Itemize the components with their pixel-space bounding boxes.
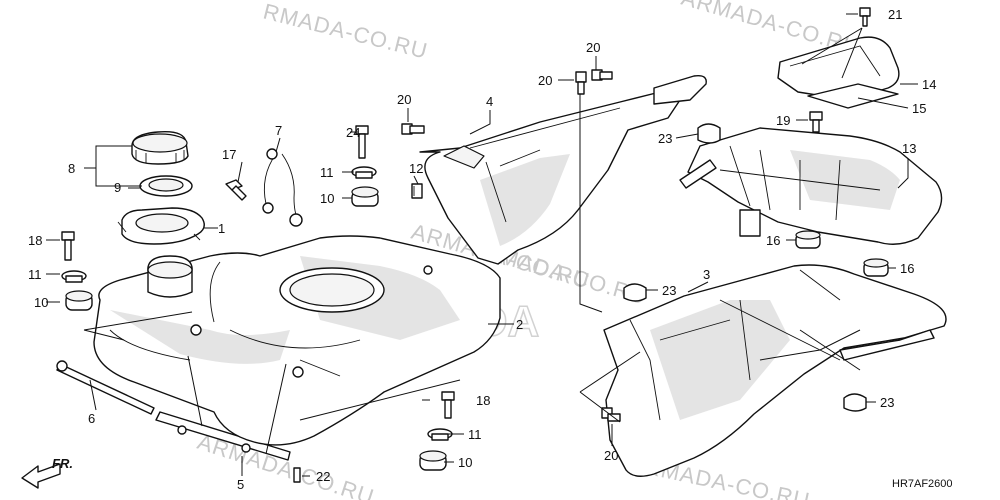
callout-20-left: 20 <box>397 92 411 107</box>
front-arrow-icon <box>21 463 61 489</box>
callout-12: 12 <box>409 161 423 176</box>
callout-6: 6 <box>88 411 95 426</box>
callout-8: 8 <box>68 161 75 176</box>
callout-2: 2 <box>516 317 523 332</box>
front-direction-label: FR. <box>52 456 73 471</box>
callout-7: 7 <box>275 123 282 138</box>
callout-9: 9 <box>114 180 121 195</box>
callout-5: 5 <box>237 477 244 492</box>
filler-cap-assembly <box>117 131 205 245</box>
under-cover-3 <box>603 264 947 477</box>
strap-rod <box>56 360 155 415</box>
callout-23-right: 23 <box>880 395 894 410</box>
callout-18-left: 18 <box>28 233 42 248</box>
callout-11-left: 11 <box>28 267 42 282</box>
callout-3: 3 <box>703 267 710 282</box>
breather-tube <box>262 148 303 227</box>
callout-11-top: 11 <box>320 165 334 180</box>
callout-labels: 1 2 3 4 5 6 7 8 9 10 10 10 11 11 11 12 1… <box>28 7 936 492</box>
leader-lines <box>46 13 918 477</box>
bolt-24 <box>355 125 369 159</box>
callout-16-b: 16 <box>900 261 914 276</box>
diagram-code: HR7AF2600 <box>892 478 953 490</box>
bolt-20-top-b <box>591 69 613 81</box>
callout-18-bottom: 18 <box>476 393 490 408</box>
bolt-18-bottom <box>441 391 455 419</box>
callout-15: 15 <box>912 101 926 116</box>
callout-10-top: 10 <box>320 191 334 206</box>
collar-11-left <box>61 270 87 283</box>
callout-10-bottom: 10 <box>458 455 472 470</box>
bolt-20-left <box>401 123 425 135</box>
callout-4: 4 <box>486 94 493 109</box>
grommet-16-a <box>795 230 821 249</box>
callout-20-top-a: 20 <box>586 40 600 55</box>
grommet-10-top <box>351 186 379 207</box>
bolt-18-left <box>61 231 75 261</box>
cover-14 <box>777 36 900 101</box>
callout-20-top-b: 20 <box>538 73 552 88</box>
callout-22: 22 <box>316 469 330 484</box>
callout-13: 13 <box>902 141 916 156</box>
callout-16-a: 16 <box>766 233 780 248</box>
bracket-4 <box>419 74 707 265</box>
callout-20-bottom: 20 <box>604 448 618 463</box>
clip-22 <box>293 467 301 483</box>
grommet-23-top <box>697 123 721 144</box>
callout-11-bottom: 11 <box>468 427 482 442</box>
clip-12 <box>411 183 423 199</box>
bolt-17 <box>225 179 247 201</box>
bolt-20-top-a <box>575 71 587 95</box>
callout-23-top: 23 <box>658 131 672 146</box>
fuel-tank <box>93 235 501 446</box>
callout-19: 19 <box>776 113 790 128</box>
callout-23-mid: 23 <box>662 283 676 298</box>
grommet-16-b <box>863 258 889 277</box>
bolt-19 <box>809 111 823 133</box>
grommet-23-right <box>843 393 867 412</box>
grommet-10-bottom <box>419 450 447 471</box>
callout-21: 21 <box>888 7 902 22</box>
collar-11-top <box>351 166 377 179</box>
grommet-10-left <box>65 290 93 311</box>
callout-17: 17 <box>222 147 236 162</box>
grommet-23-mid <box>623 283 647 302</box>
callout-14: 14 <box>922 77 936 92</box>
callout-24: 24 <box>346 125 360 140</box>
screw-21 <box>859 7 871 27</box>
callout-10-left: 10 <box>34 295 48 310</box>
watermark-1: RMADA-CO.RU <box>261 0 431 64</box>
holder-13 <box>679 127 943 245</box>
callout-1: 1 <box>218 221 225 236</box>
plate-15 <box>807 83 899 109</box>
